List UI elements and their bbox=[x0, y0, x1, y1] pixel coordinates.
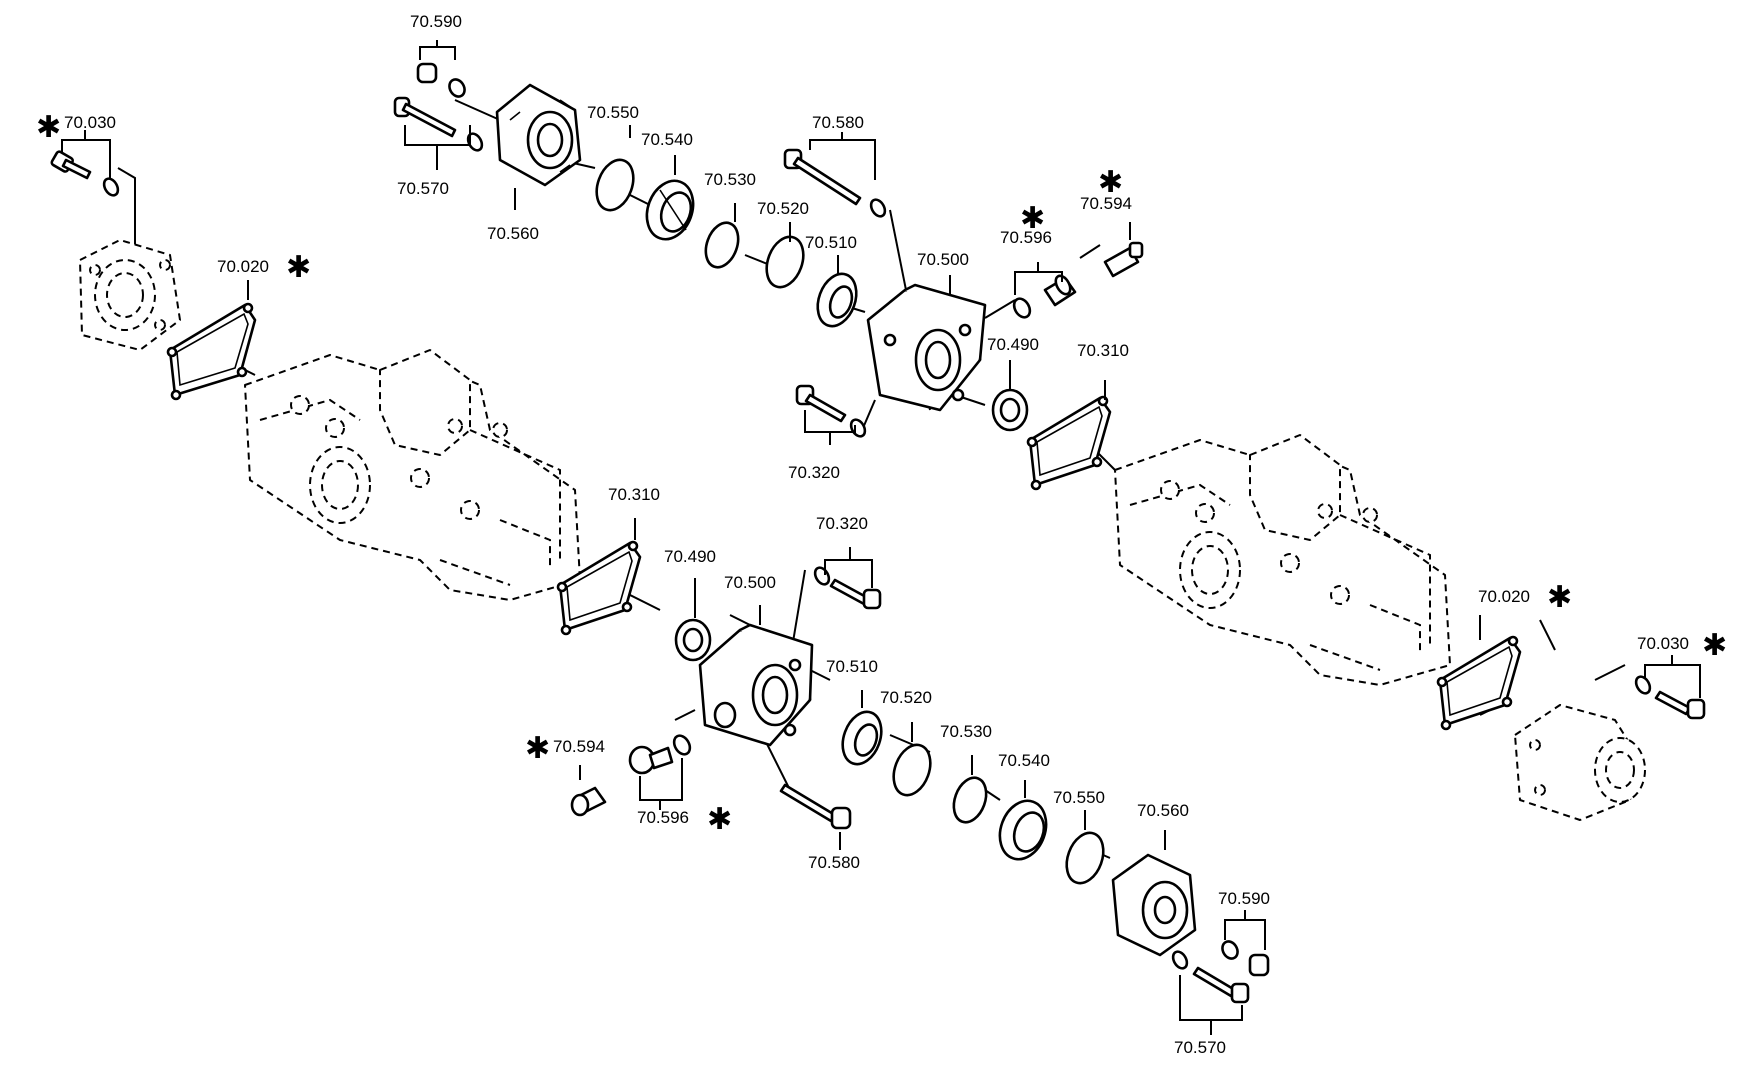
pump-body-70500-lower bbox=[698, 623, 814, 747]
label-70550-upper: 70.550 bbox=[587, 103, 639, 122]
label-70580-lower: 70.580 bbox=[808, 853, 860, 872]
asterisk-70594-upper: ✱ bbox=[1098, 165, 1123, 200]
asterisk-markers: ✱ ✱ ✱ ✱ ✱ ✱ ✱ ✱ bbox=[36, 110, 1727, 837]
flange-70560-upper bbox=[495, 83, 582, 187]
label-70500-upper: 70.500 bbox=[917, 250, 969, 269]
gasket-70020-left bbox=[166, 302, 257, 401]
plug-70590-upper bbox=[416, 62, 466, 98]
snap-ring-70550-lower bbox=[1065, 831, 1105, 885]
labels-lower: 70.310 70.490 70.500 70.320 70.510 70.52… bbox=[553, 485, 1689, 1057]
asterisk-70020-left: ✱ bbox=[286, 250, 311, 285]
gasket-70310-lower bbox=[556, 540, 642, 636]
label-70580-upper: 70.580 bbox=[812, 113, 864, 132]
label-70560-upper: 70.560 bbox=[487, 224, 539, 243]
label-70520-lower: 70.520 bbox=[880, 688, 932, 707]
label-70590-lower: 70.590 bbox=[1218, 889, 1270, 908]
bolt-70320-upper bbox=[795, 384, 867, 438]
bearing-70510-upper bbox=[816, 272, 858, 328]
label-brackets bbox=[61, 40, 1701, 1035]
label-70540-lower: 70.540 bbox=[998, 751, 1050, 770]
plug-70594-upper bbox=[1103, 241, 1144, 278]
shaft-seal-70490-lower bbox=[674, 618, 712, 662]
gearbox-housing-left bbox=[244, 349, 581, 601]
label-70510-upper: 70.510 bbox=[805, 233, 857, 252]
label-70020-right: 70.020 bbox=[1478, 587, 1530, 606]
label-70550-lower: 70.550 bbox=[1053, 788, 1105, 807]
label-70500-lower: 70.500 bbox=[724, 573, 776, 592]
left-cover-housing bbox=[79, 239, 181, 351]
label-70490-lower: 70.490 bbox=[664, 547, 716, 566]
right-cover-housing bbox=[1514, 704, 1646, 821]
ring-70520-upper bbox=[765, 235, 805, 289]
bolt-70580-upper bbox=[783, 148, 887, 218]
bolt-70030-left bbox=[50, 150, 120, 197]
seal-70540-lower bbox=[998, 799, 1048, 861]
plug-70594-lower bbox=[570, 786, 607, 817]
asterisk-70020-right: ✱ bbox=[1547, 580, 1572, 615]
washer-70596-upper bbox=[1012, 274, 1077, 319]
asterisk-70030-left: ✱ bbox=[36, 110, 61, 145]
bolt-70320-lower bbox=[813, 566, 882, 610]
label-70570-upper: 70.570 bbox=[397, 179, 449, 198]
snap-ring-70550-upper bbox=[595, 158, 635, 212]
label-70596-upper: 70.596 bbox=[1000, 228, 1052, 247]
bolt-70570-lower bbox=[1171, 950, 1250, 1004]
label-70030-left: 70.030 bbox=[64, 113, 116, 132]
label-70310-upper: 70.310 bbox=[1077, 341, 1129, 360]
flange-70560-lower bbox=[1111, 853, 1197, 957]
label-70020-left: 70.020 bbox=[217, 257, 269, 276]
ring-70520-lower bbox=[892, 743, 932, 797]
bearing-70510-lower bbox=[841, 710, 883, 766]
asterisk-70594-lower: ✱ bbox=[525, 731, 550, 766]
label-70320-upper: 70.320 bbox=[788, 463, 840, 482]
gasket-70020-right bbox=[1436, 635, 1522, 731]
label-70530-upper: 70.530 bbox=[704, 170, 756, 189]
gasket-70310-upper bbox=[1026, 395, 1112, 491]
label-70594-upper: 70.594 bbox=[1080, 194, 1132, 213]
pump-body-70500-upper bbox=[866, 283, 987, 412]
bolt-70570-upper bbox=[393, 96, 484, 152]
label-70570-lower: 70.570 bbox=[1174, 1038, 1226, 1057]
label-70490-upper: 70.490 bbox=[987, 335, 1039, 354]
seal-70540-upper bbox=[645, 179, 695, 241]
bolt-70030-right bbox=[1634, 675, 1706, 720]
label-70520-upper: 70.520 bbox=[757, 199, 809, 218]
shaft-seal-70490-upper bbox=[991, 388, 1029, 432]
asterisk-70596-upper: ✱ bbox=[1020, 201, 1045, 236]
asterisk-70030-right: ✱ bbox=[1702, 628, 1727, 663]
ring-70530-upper bbox=[704, 221, 740, 269]
washer-70596-lower bbox=[628, 734, 692, 775]
label-70030-right: 70.030 bbox=[1637, 634, 1689, 653]
asterisk-70596-lower: ✱ bbox=[707, 802, 732, 837]
label-70320-lower: 70.320 bbox=[816, 514, 868, 533]
label-70540-upper: 70.540 bbox=[641, 130, 693, 149]
plug-70590-lower bbox=[1221, 940, 1270, 977]
label-70596-lower: 70.596 bbox=[637, 808, 689, 827]
label-70594-lower: 70.594 bbox=[553, 737, 605, 756]
labels-upper: 70.590 70.570 70.560 70.550 70.540 70.53… bbox=[64, 12, 1132, 482]
gearbox-housing-right bbox=[1114, 434, 1451, 686]
label-70530-lower: 70.530 bbox=[940, 722, 992, 741]
label-70310-lower: 70.310 bbox=[608, 485, 660, 504]
bolt-70580-lower bbox=[779, 783, 852, 830]
label-70590-upper: 70.590 bbox=[410, 12, 462, 31]
ring-70530-lower bbox=[952, 776, 988, 824]
label-70510-lower: 70.510 bbox=[826, 657, 878, 676]
label-70560-lower: 70.560 bbox=[1137, 801, 1189, 820]
